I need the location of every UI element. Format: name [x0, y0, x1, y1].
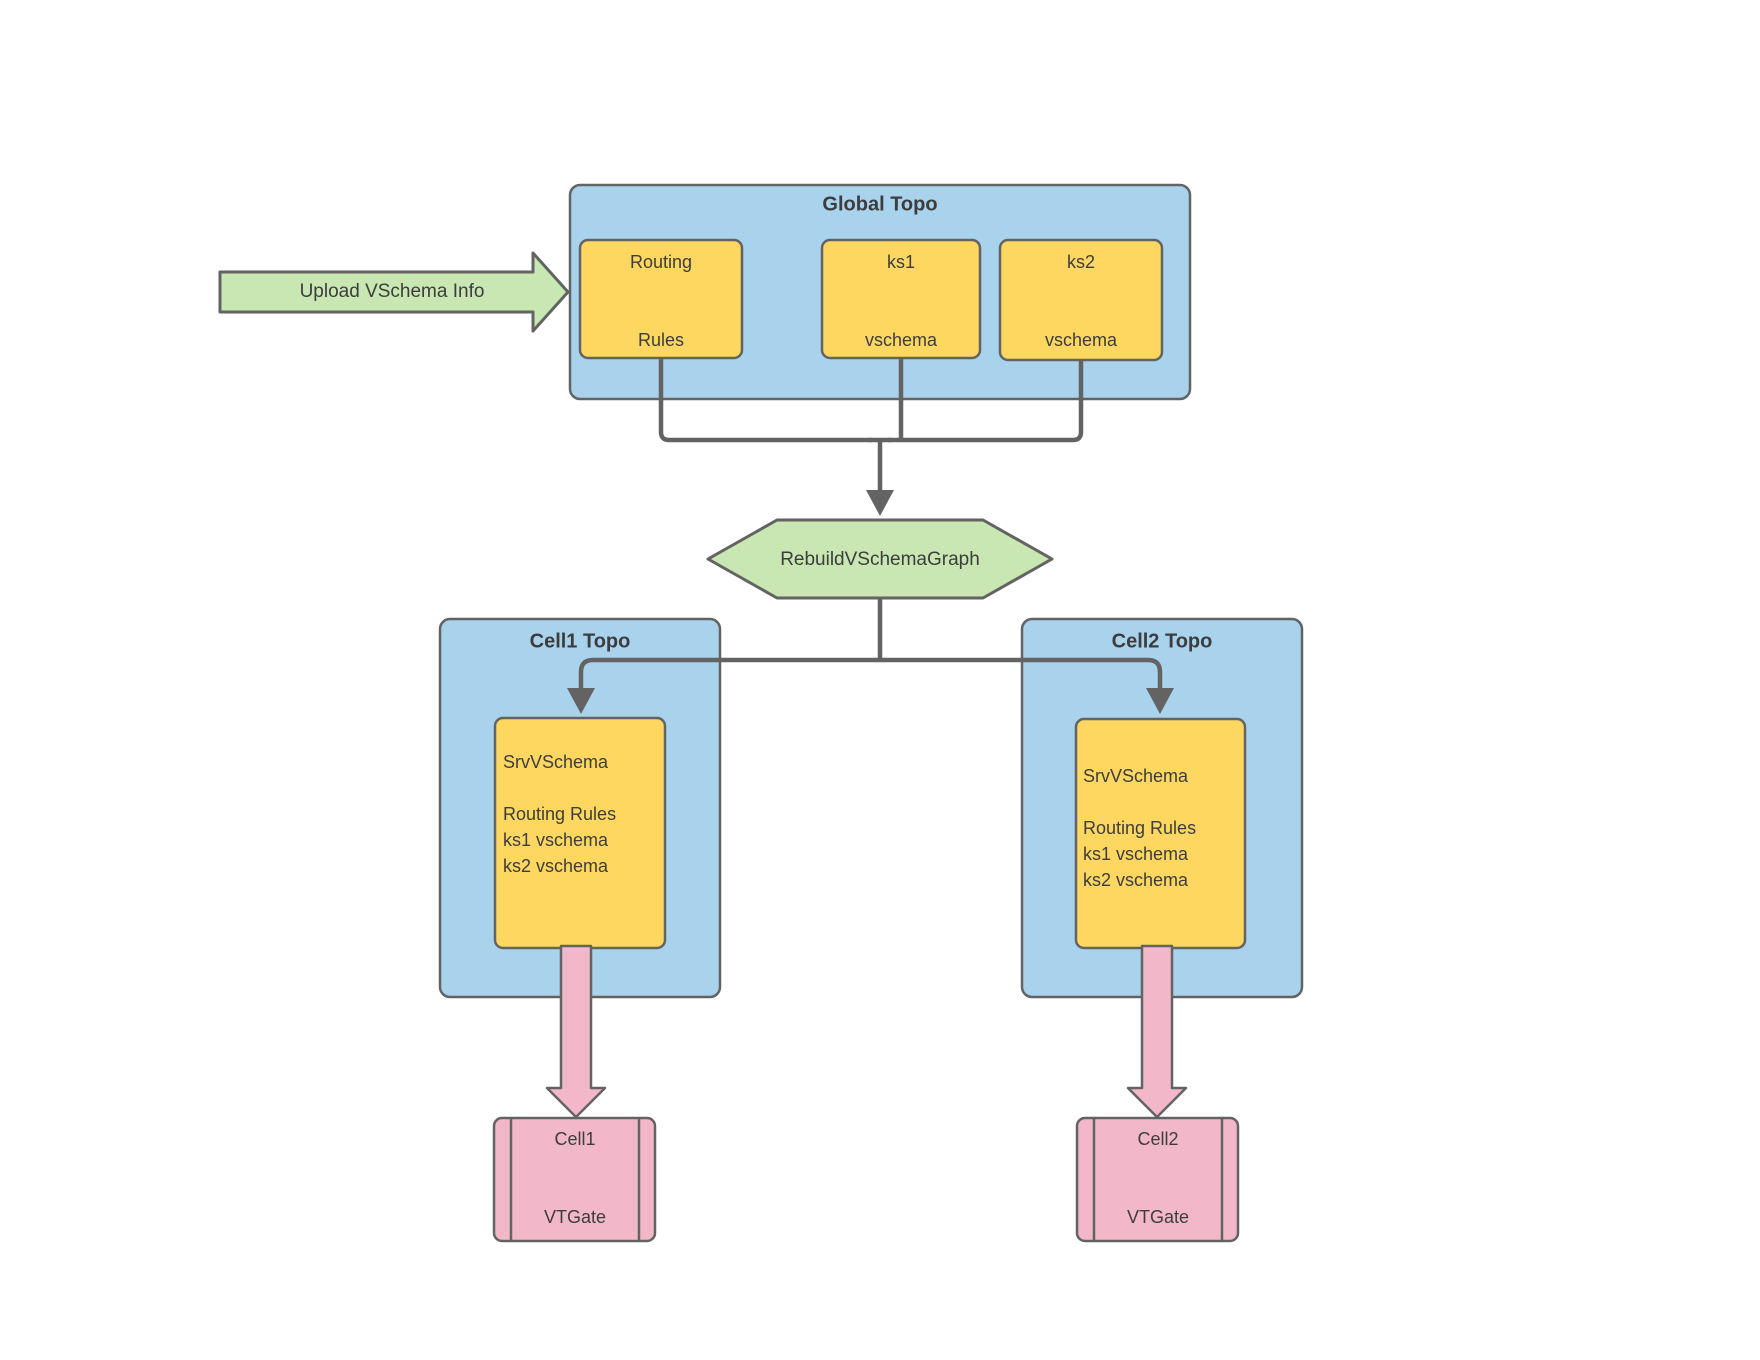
ks2-line1: ks2: [1066, 252, 1095, 272]
ks1-vschema-label: ks1 vschema: [865, 197, 937, 405]
routing-rules-label: Routing Rules: [630, 197, 692, 405]
cell1-srv-title: SrvVSchema: [503, 752, 609, 772]
routing-rules-line2: Rules: [637, 330, 685, 350]
rebuild-label: RebuildVSchemaGraph: [780, 549, 980, 570]
ks2-vschema-label: ks2 vschema: [1045, 197, 1117, 405]
cell1-srv-text: SrvVSchema Routing Rules ks1 vschema ks2…: [503, 749, 616, 879]
upload-arrow-label: Upload VSchema Info: [299, 281, 485, 302]
cell2-srv-line2: ks1 vschema: [1083, 844, 1189, 864]
cell1-vtgate-label: Cell1 VTGate: [544, 1074, 606, 1282]
connector-routing-rules: [658, 358, 872, 443]
ks1-line2: vschema: [864, 330, 938, 350]
arrowhead-into-cell2-srv: [1146, 688, 1174, 714]
cell2-srv-text: SrvVSchema Routing Rules ks1 vschema ks2…: [1083, 763, 1196, 893]
cell1-vtgate-line1: Cell1: [554, 1129, 596, 1149]
routing-rules-line1: Routing: [629, 252, 693, 272]
connector-bus-to-cells: [578, 657, 1163, 692]
connector-bus-to-rebuild: [868, 437, 892, 494]
cell1-vtgate-line2: VTGate: [543, 1207, 607, 1227]
cell2-srv-line3: ks2 vschema: [1083, 870, 1189, 890]
cell2-vtgate-line1: Cell2: [1137, 1129, 1179, 1149]
cell1-srv-line3: ks2 vschema: [503, 856, 609, 876]
cell2-vtgate-line2: VTGate: [1126, 1207, 1190, 1227]
cell2-srv-gap: [1083, 789, 1196, 815]
arrowhead-into-cell1-srv: [567, 688, 595, 714]
cell1-srv-line1: Routing Rules: [503, 804, 617, 824]
arrowhead-into-rebuild: [866, 490, 894, 516]
global-topo-title: Global Topo: [822, 193, 938, 216]
cell2-srv-title: SrvVSchema: [1083, 766, 1189, 786]
cell1-topo-title: Cell1 Topo: [529, 630, 631, 653]
cell1-srv-line2: ks1 vschema: [503, 830, 609, 850]
cell2-vtgate-label: Cell2 VTGate: [1127, 1074, 1189, 1282]
cell1-srv-gap: [503, 775, 616, 801]
ks2-line2: vschema: [1044, 330, 1118, 350]
cell2-srv-line1: Routing Rules: [1083, 818, 1197, 838]
ks1-line1: ks1: [886, 252, 915, 272]
cell2-topo-title: Cell2 Topo: [1111, 630, 1213, 653]
